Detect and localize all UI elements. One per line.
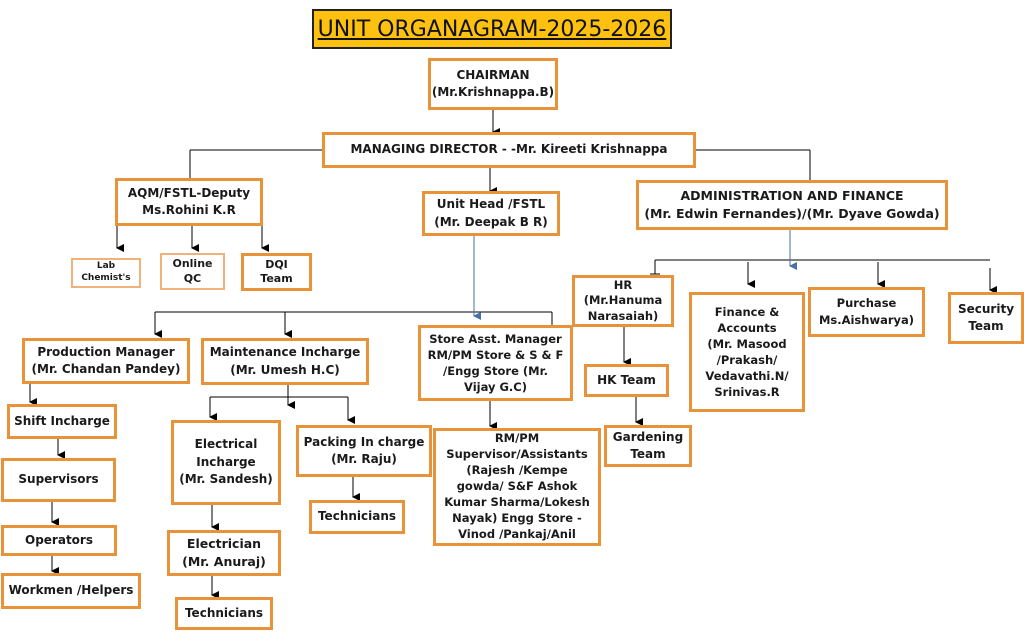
node-text-line: Electrician [186,535,262,551]
node-text-line: (Mr. Edwin Fernandes)/(Mr. Dyave Gowda) [644,206,940,221]
node-text-line: Vedavathi.N/ [705,369,789,384]
node-text-line: /Engg Store (Mr. [443,364,548,378]
node-packing-incharge: Packing In charge (Mr. Raju) [296,425,432,477]
node-text-line: Packing In charge [303,434,425,449]
node-text-line: Team [260,272,293,285]
node-text-line: RM/PM [494,431,540,446]
node-text-line: MANAGING DIRECTOR - -Mr. Kireeti Krishna… [350,142,668,157]
node-electrician: Electrician (Mr. Anuraj) [167,530,281,576]
node-text-line: gowda/ S&F Ashok [456,479,578,494]
node-text-line: Vijay G.C) [464,380,527,395]
node-finance-accounts: Finance &Accounts(Mr. Masood/Prakash/Ved… [689,292,805,412]
node-maintenance-incharge: Maintenance Incharge (Mr. Umesh H.C) [201,338,369,385]
node-text-line: Operators [25,532,93,547]
node-text-line: Supervisor/Assistants [446,447,588,462]
node-text-line: Technicians [317,509,397,524]
node-text-line: (Mr. Umesh H.C) [230,362,340,377]
node-text-line: Lab [96,261,116,272]
node-text-line: Accounts [717,320,777,335]
node-text-line: HR [613,277,633,292]
node-text-line: /Prakash/ [716,353,778,367]
node-text-line: Incharge [196,454,256,469]
node-text-line: Production Manager [37,344,175,359]
node-text-line: ADMINISTRATION AND FINANCE [680,187,904,203]
node-text-line: Nayak) Engg Store - [452,510,582,525]
node-text-line: (Mr.Hanuma [583,293,663,308]
node-text-line: Gardening [612,429,684,444]
node-admin-finance: ADMINISTRATION AND FINANCE (Mr. Edwin Fer… [636,180,948,230]
node-text-line: Vinod /Pankaj/Anil [458,526,576,541]
node-hk-team: HK Team [584,364,669,397]
node-production-manager: Production Manager (Mr. Chandan Pandey) [22,338,190,384]
node-text-line: Team [968,319,1004,333]
node-workmen-helpers: Workmen /Helpers [1,573,141,609]
node-text-line: Shift Incharge [14,413,110,428]
node-text-line: Store Asst. Manager [429,331,562,346]
node-text-line: Narasaiah) [587,308,659,323]
node-text-line: (Rajesh /Kempe [466,463,568,478]
node-text-line: (Mr. Anuraj) [182,554,266,569]
node-text-line: (Mr.Krishnappa.B) [431,85,555,99]
node-text-line: Electrical [194,437,258,452]
node-text-line: Team [630,447,666,461]
node-text-line: HK Team [597,372,656,387]
node-text-line: Purchase [836,296,897,311]
node-text-line: Supervisors [18,472,99,487]
node-text-line: Ms.Rohini K.R [142,203,236,217]
node-text-line: Finance & [714,304,780,319]
node-technicians-electrical: Technicians [175,597,273,630]
node-text-line: Unit Head /FSTL [436,197,546,212]
node-supervisors: Supervisors [1,458,116,502]
node-technicians-packing: Technicians [309,500,405,534]
node-text-line: (Mr. Chandan Pandey) [31,362,181,376]
node-text-line: QC [183,271,202,285]
node-text-line: Workmen /Helpers [8,583,134,598]
node-chairman: CHAIRMAN (Mr.Krishnappa.B) [428,58,558,110]
node-text-line: AQM/FSTL-Deputy [127,185,251,200]
node-text-line: Technicians [184,605,264,620]
node-text-line: DQI [265,257,288,271]
node-text-line: (Mr. Sandesh) [179,472,273,487]
node-text-line: Ms.Aishwarya) [818,313,915,327]
node-text-line: CHAIRMAN [456,67,530,82]
node-text-line: Online [172,257,213,271]
node-text-line: (Mr. Masood [707,336,787,351]
node-text-line: Kumar Sharma/Lokesh [444,494,590,509]
node-text-line: (Mr. Raju) [331,452,397,466]
node-managing-director: MANAGING DIRECTOR - -Mr. Kireeti Krishna… [322,132,696,168]
node-operators: Operators [1,525,117,556]
node-text-line: Srinivas.R [714,385,780,400]
node-text-line: Maintenance Incharge [209,345,361,360]
node-text-line: (Mr. Deepak B R) [434,214,548,229]
node-text-line: Security [957,301,1015,316]
node-text-line: RM/PM Store & S & F [427,347,564,362]
node-unit-head: Unit Head /FSTL (Mr. Deepak B R) [422,191,560,236]
page-title: UNIT ORGANAGRAM-2025-2026 [312,9,672,49]
node-text-line: Chemist's [81,273,131,283]
node-shift-incharge: Shift Incharge [7,404,117,439]
